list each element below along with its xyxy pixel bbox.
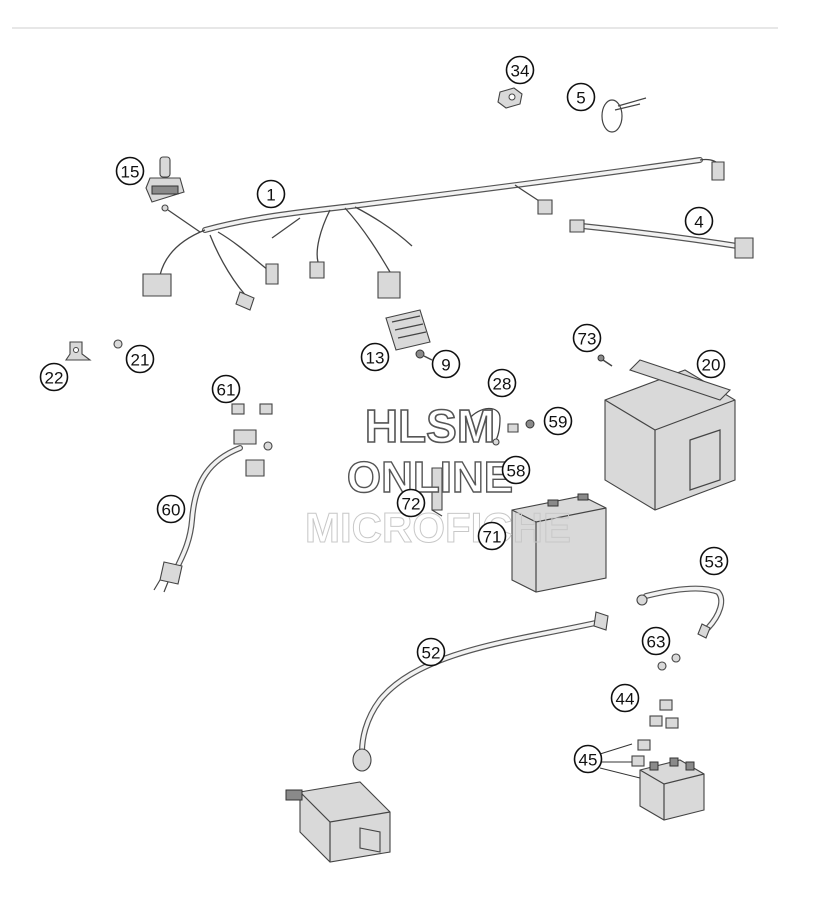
callout-73: 73: [572, 323, 602, 353]
part-4-sub-harness: [569, 219, 754, 259]
part-61-fuse-holder: [231, 403, 273, 477]
callout-circle: [360, 342, 390, 372]
callout-label: 28: [493, 375, 512, 394]
callout-circle: [115, 156, 145, 186]
part-21-nut: [113, 339, 123, 349]
part-63-bolts: [657, 653, 681, 671]
callout-circle: [641, 626, 671, 656]
callout-circle: [501, 455, 531, 485]
part-58-terminal: [507, 423, 519, 433]
callout-circle: [487, 368, 517, 398]
callout-1: 1: [256, 179, 286, 209]
callout-circle: [566, 82, 596, 112]
callout-53: 53: [699, 546, 729, 576]
callout-22: 22: [39, 362, 69, 392]
callout-label: 73: [578, 330, 597, 349]
callout-34: 34: [505, 55, 535, 85]
callout-label: 1: [266, 186, 275, 205]
callout-circle: [572, 323, 602, 353]
callout-label: 45: [579, 751, 598, 770]
callout-label: 9: [441, 356, 450, 375]
callout-44: 44: [610, 683, 640, 713]
callout-circle: [431, 349, 461, 379]
callout-45: 45: [573, 744, 603, 774]
callout-circle: [684, 206, 714, 236]
callout-label: 52: [422, 644, 441, 663]
callout-21: 21: [125, 344, 155, 374]
callout-circle: [505, 55, 535, 85]
watermark: HLSM ONLINE MICROFICHE: [305, 399, 572, 551]
callout-circle: [125, 344, 155, 374]
callout-circle: [396, 488, 426, 518]
part-60-cable: [153, 445, 243, 593]
part-52-cable: [352, 611, 609, 772]
callout-label: 71: [483, 528, 502, 547]
callout-circle: [256, 179, 286, 209]
callout-13: 13: [360, 342, 390, 372]
callout-60: 60: [156, 494, 186, 524]
callout-5: 5: [566, 82, 596, 112]
part-22-bracket: [64, 341, 92, 361]
callout-circle: [477, 521, 507, 551]
callout-58: 58: [501, 455, 531, 485]
part-53-cable: [636, 585, 725, 639]
callout-4: 4: [684, 206, 714, 236]
part-13-regulator: [385, 309, 431, 351]
callout-20: 20: [696, 349, 726, 379]
callout-label: 58: [507, 462, 526, 481]
part-9-screw: [415, 349, 433, 361]
callout-label: 15: [121, 163, 140, 182]
part-59-screw: [525, 419, 535, 429]
callout-label: 21: [131, 351, 150, 370]
part-15-switch: [145, 156, 185, 203]
part-1-wiring-harness: [142, 157, 725, 311]
part-45-relay: [599, 739, 705, 821]
callout-61: 61: [211, 374, 241, 404]
part-5-cable-tie: [601, 97, 647, 133]
part-starter-motor: [285, 781, 391, 863]
callout-52: 52: [416, 637, 446, 667]
part-28-wire-lead: [467, 407, 501, 446]
callout-label: 13: [366, 349, 385, 368]
callout-label: 22: [45, 369, 64, 388]
callout-circle: [211, 374, 241, 404]
callout-label: 61: [217, 381, 236, 400]
callout-label: 4: [694, 213, 703, 232]
callout-circle: [39, 362, 69, 392]
part-73-bolt: [597, 354, 613, 367]
callout-label: 60: [162, 501, 181, 520]
part-71-battery: [511, 493, 607, 593]
part-20-battery-box: [604, 359, 736, 511]
part-34-clip: [497, 87, 523, 109]
callout-9: 9: [431, 349, 461, 379]
watermark-line-1: HLSM: [365, 400, 495, 452]
callout-circle: [696, 349, 726, 379]
callout-59: 59: [543, 406, 573, 436]
part-72-strap: [431, 467, 443, 517]
callout-15: 15: [115, 156, 145, 186]
callout-circle: [699, 546, 729, 576]
callout-label: 63: [647, 633, 666, 652]
callout-circle: [610, 683, 640, 713]
watermark-line-3: MICROFICHE: [305, 504, 571, 551]
callout-circle: [156, 494, 186, 524]
callout-63: 63: [641, 626, 671, 656]
part-44-fuses: [649, 699, 679, 729]
callout-label: 5: [576, 89, 585, 108]
callout-28: 28: [487, 368, 517, 398]
callout-71: 71: [477, 521, 507, 551]
callout-label: 44: [616, 690, 635, 709]
callout-circle: [573, 744, 603, 774]
callout-circle: [543, 406, 573, 436]
callout-label: 34: [511, 62, 530, 81]
watermark-line-2: ONLINE: [347, 453, 513, 502]
callout-label: 59: [549, 413, 568, 432]
callout-label: 53: [705, 553, 724, 572]
callout-72: 72: [396, 488, 426, 518]
callout-label: 20: [702, 356, 721, 375]
callout-label: 72: [402, 495, 421, 514]
callout-circle: [416, 637, 446, 667]
